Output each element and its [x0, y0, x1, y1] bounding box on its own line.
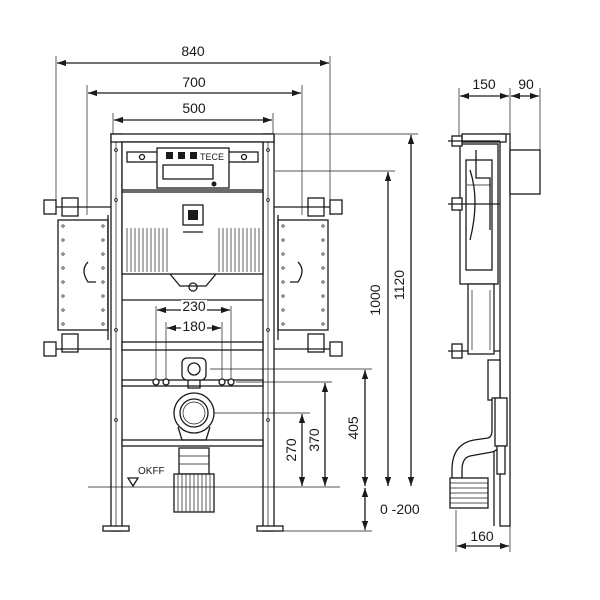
- dimension-90-label: 90: [518, 76, 534, 92]
- dimension-1120: 1120: [275, 133, 418, 486]
- dimension-adjust-range-label: 0 -200: [380, 501, 420, 517]
- dimension-270-label: 270: [283, 438, 299, 462]
- floor-level-marker: OKFF: [88, 466, 340, 488]
- dimension-500-label: 500: [182, 100, 206, 116]
- front-view: 840 700 500: [43, 43, 420, 532]
- dimension-700: 700: [86, 74, 303, 215]
- cistern-top: TECE: [121, 141, 264, 191]
- dimension-230-label: 230: [182, 298, 206, 314]
- cistern-body: [121, 191, 264, 292]
- dimension-840: 840: [55, 43, 331, 215]
- dimension-90: 90: [511, 76, 541, 150]
- supply-connection: [181, 357, 207, 389]
- right-wing-panel: [274, 197, 343, 357]
- floor-level-label: OKFF: [138, 466, 165, 477]
- dimension-adjust-range: 0 -200: [283, 488, 420, 532]
- waste-pipe: [173, 447, 215, 513]
- dimension-370: 370: [236, 381, 332, 486]
- dimension-405-label: 405: [345, 416, 361, 440]
- dimension-1000: 1000: [275, 170, 395, 486]
- dimension-180-label: 180: [182, 318, 206, 334]
- dimension-160: 160: [455, 510, 511, 552]
- side-waste-bend: [449, 397, 508, 509]
- dimension-1000-label: 1000: [367, 284, 383, 315]
- frame-uprights: [102, 133, 284, 532]
- left-wing-panel: [43, 197, 111, 357]
- dimension-150: 150: [458, 76, 511, 140]
- dimension-180: 180: [165, 318, 223, 382]
- drain-connection: [173, 392, 215, 441]
- dimension-840-label: 840: [181, 43, 205, 59]
- dimension-270: 270: [214, 412, 310, 486]
- dimension-500: 500: [112, 100, 274, 135]
- dimension-160-label: 160: [470, 528, 494, 544]
- dimension-405: 405: [210, 368, 372, 486]
- dimension-700-label: 700: [182, 74, 206, 90]
- dimension-1120-label: 1120: [391, 270, 407, 300]
- dimension-370-label: 370: [306, 428, 322, 452]
- brand-label: TECE: [200, 152, 224, 162]
- mounting-bolts: [152, 378, 235, 386]
- side-view: 150 90: [448, 76, 541, 552]
- cistern-ribs: [126, 228, 260, 272]
- dimension-150-label: 150: [472, 76, 496, 92]
